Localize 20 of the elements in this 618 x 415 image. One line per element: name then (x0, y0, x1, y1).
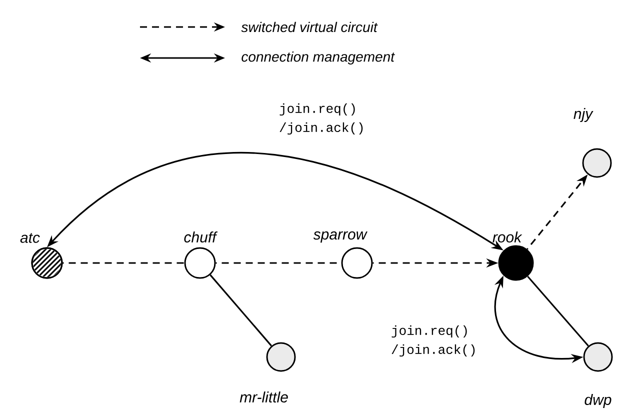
network-node: chuff (184, 232, 218, 279)
node-label: mr-little (240, 391, 288, 402)
node-label: atc (20, 233, 40, 243)
network-node: rook (492, 232, 534, 281)
node-label: dwp (584, 394, 612, 408)
connector-line (527, 276, 589, 346)
network-node: atc (20, 233, 63, 279)
node-label: sparrow (313, 231, 368, 243)
node-label: chuff (184, 231, 218, 242)
node-label: njy (574, 108, 594, 122)
connector-line (62, 262, 184, 264)
network-node: dwp (583, 342, 613, 408)
node-label: rook (492, 231, 522, 242)
network-node: mr-little (240, 342, 296, 402)
connector-line (210, 274, 272, 346)
network-node: sparrow (313, 231, 373, 279)
edge-label: join.req() /join.ack() (390, 324, 484, 358)
network-node: njy (574, 108, 612, 178)
edge-label: join.req() /join.ack() (278, 102, 372, 136)
legend-item: switched virtual circuit (140, 22, 378, 32)
